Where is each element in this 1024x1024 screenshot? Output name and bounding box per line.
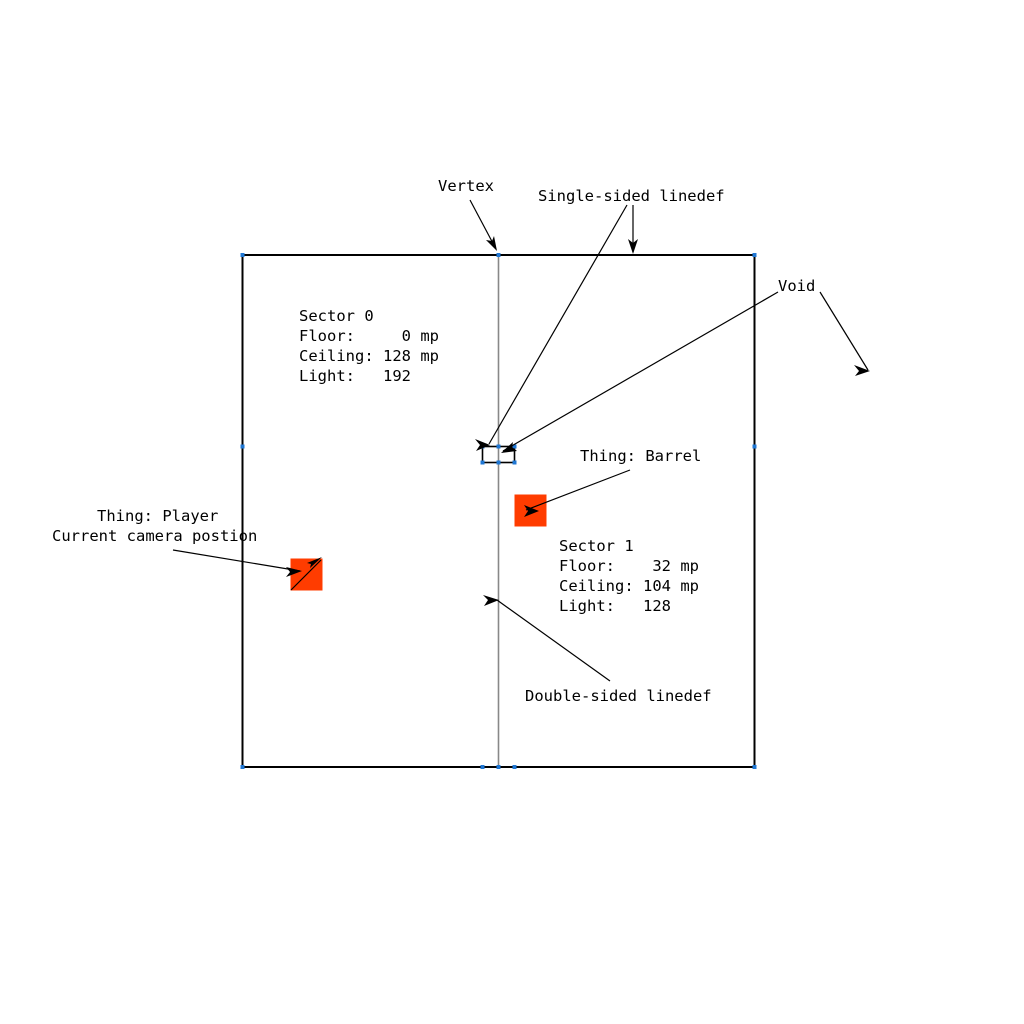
sector-1-title: Sector 1 — [559, 537, 634, 555]
vertex — [240, 253, 245, 257]
sector-0-info: Sector 0 Floor: 0 mp Ceiling: 128 mp Lig… — [299, 307, 439, 385]
player-label-line2: Current camera postion — [52, 527, 257, 545]
vertex — [752, 765, 757, 769]
player-pointer-arrowhead — [286, 567, 302, 577]
single-sided-linedef-label: Single-sided linedef — [538, 187, 725, 205]
player-pointer-line — [172, 549, 301, 572]
vertex — [512, 444, 517, 449]
vertex — [480, 460, 485, 465]
vertex — [512, 765, 517, 769]
double-sided-pointer-arrowhead — [483, 595, 499, 606]
vertex — [480, 765, 485, 769]
vertex — [240, 765, 245, 769]
sector-1-floor: Floor: 32 mp — [559, 557, 699, 575]
barrel-label: Thing: Barrel — [580, 447, 701, 465]
vertex — [512, 460, 517, 465]
sector-1-info: Sector 1 Floor: 32 mp Ceiling: 104 mp Li… — [559, 537, 699, 615]
player-direction-arrowhead — [307, 557, 322, 568]
sector-0-title: Sector 0 — [299, 307, 374, 325]
vertex — [240, 444, 245, 449]
void-pointer-arrowhead-a — [501, 442, 517, 453]
sector-0-floor: Floor: 0 mp — [299, 327, 439, 345]
vertex — [496, 444, 501, 449]
void-pointer-arrowhead-b — [854, 365, 870, 376]
single-sided-pointer-line-b — [488, 204, 628, 445]
barrel-pointer-line — [525, 469, 631, 511]
vertex-label: Vertex — [438, 177, 494, 195]
void-pointer-line-a — [502, 291, 779, 452]
void-label: Void — [778, 277, 815, 295]
void-pointer-line-b — [819, 291, 869, 371]
single-sided-pointer-arrowhead-b — [475, 439, 490, 451]
single-sided-pointer-arrowhead-a — [628, 239, 638, 254]
double-sided-pointer-line — [496, 599, 611, 682]
barrel-pointer-arrowhead — [524, 505, 539, 517]
vertex-pointer-arrowhead — [486, 236, 497, 251]
vertex — [496, 460, 501, 465]
vertex — [752, 253, 757, 257]
vertex-pointer-line — [469, 199, 497, 250]
player-direction-line — [290, 559, 322, 591]
sector-1-light: Light: 128 — [559, 597, 671, 615]
vertex — [496, 765, 501, 769]
sector-1-ceiling: Ceiling: 104 mp — [559, 577, 699, 595]
vertex — [752, 444, 757, 449]
double-sided-linedef-label: Double-sided linedef — [525, 687, 712, 705]
player-label-line1: Thing: Player — [97, 507, 218, 525]
sector-0-light: Light: 192 — [299, 367, 411, 385]
sector-0-ceiling: Ceiling: 128 mp — [299, 347, 439, 365]
vertex — [496, 253, 501, 257]
